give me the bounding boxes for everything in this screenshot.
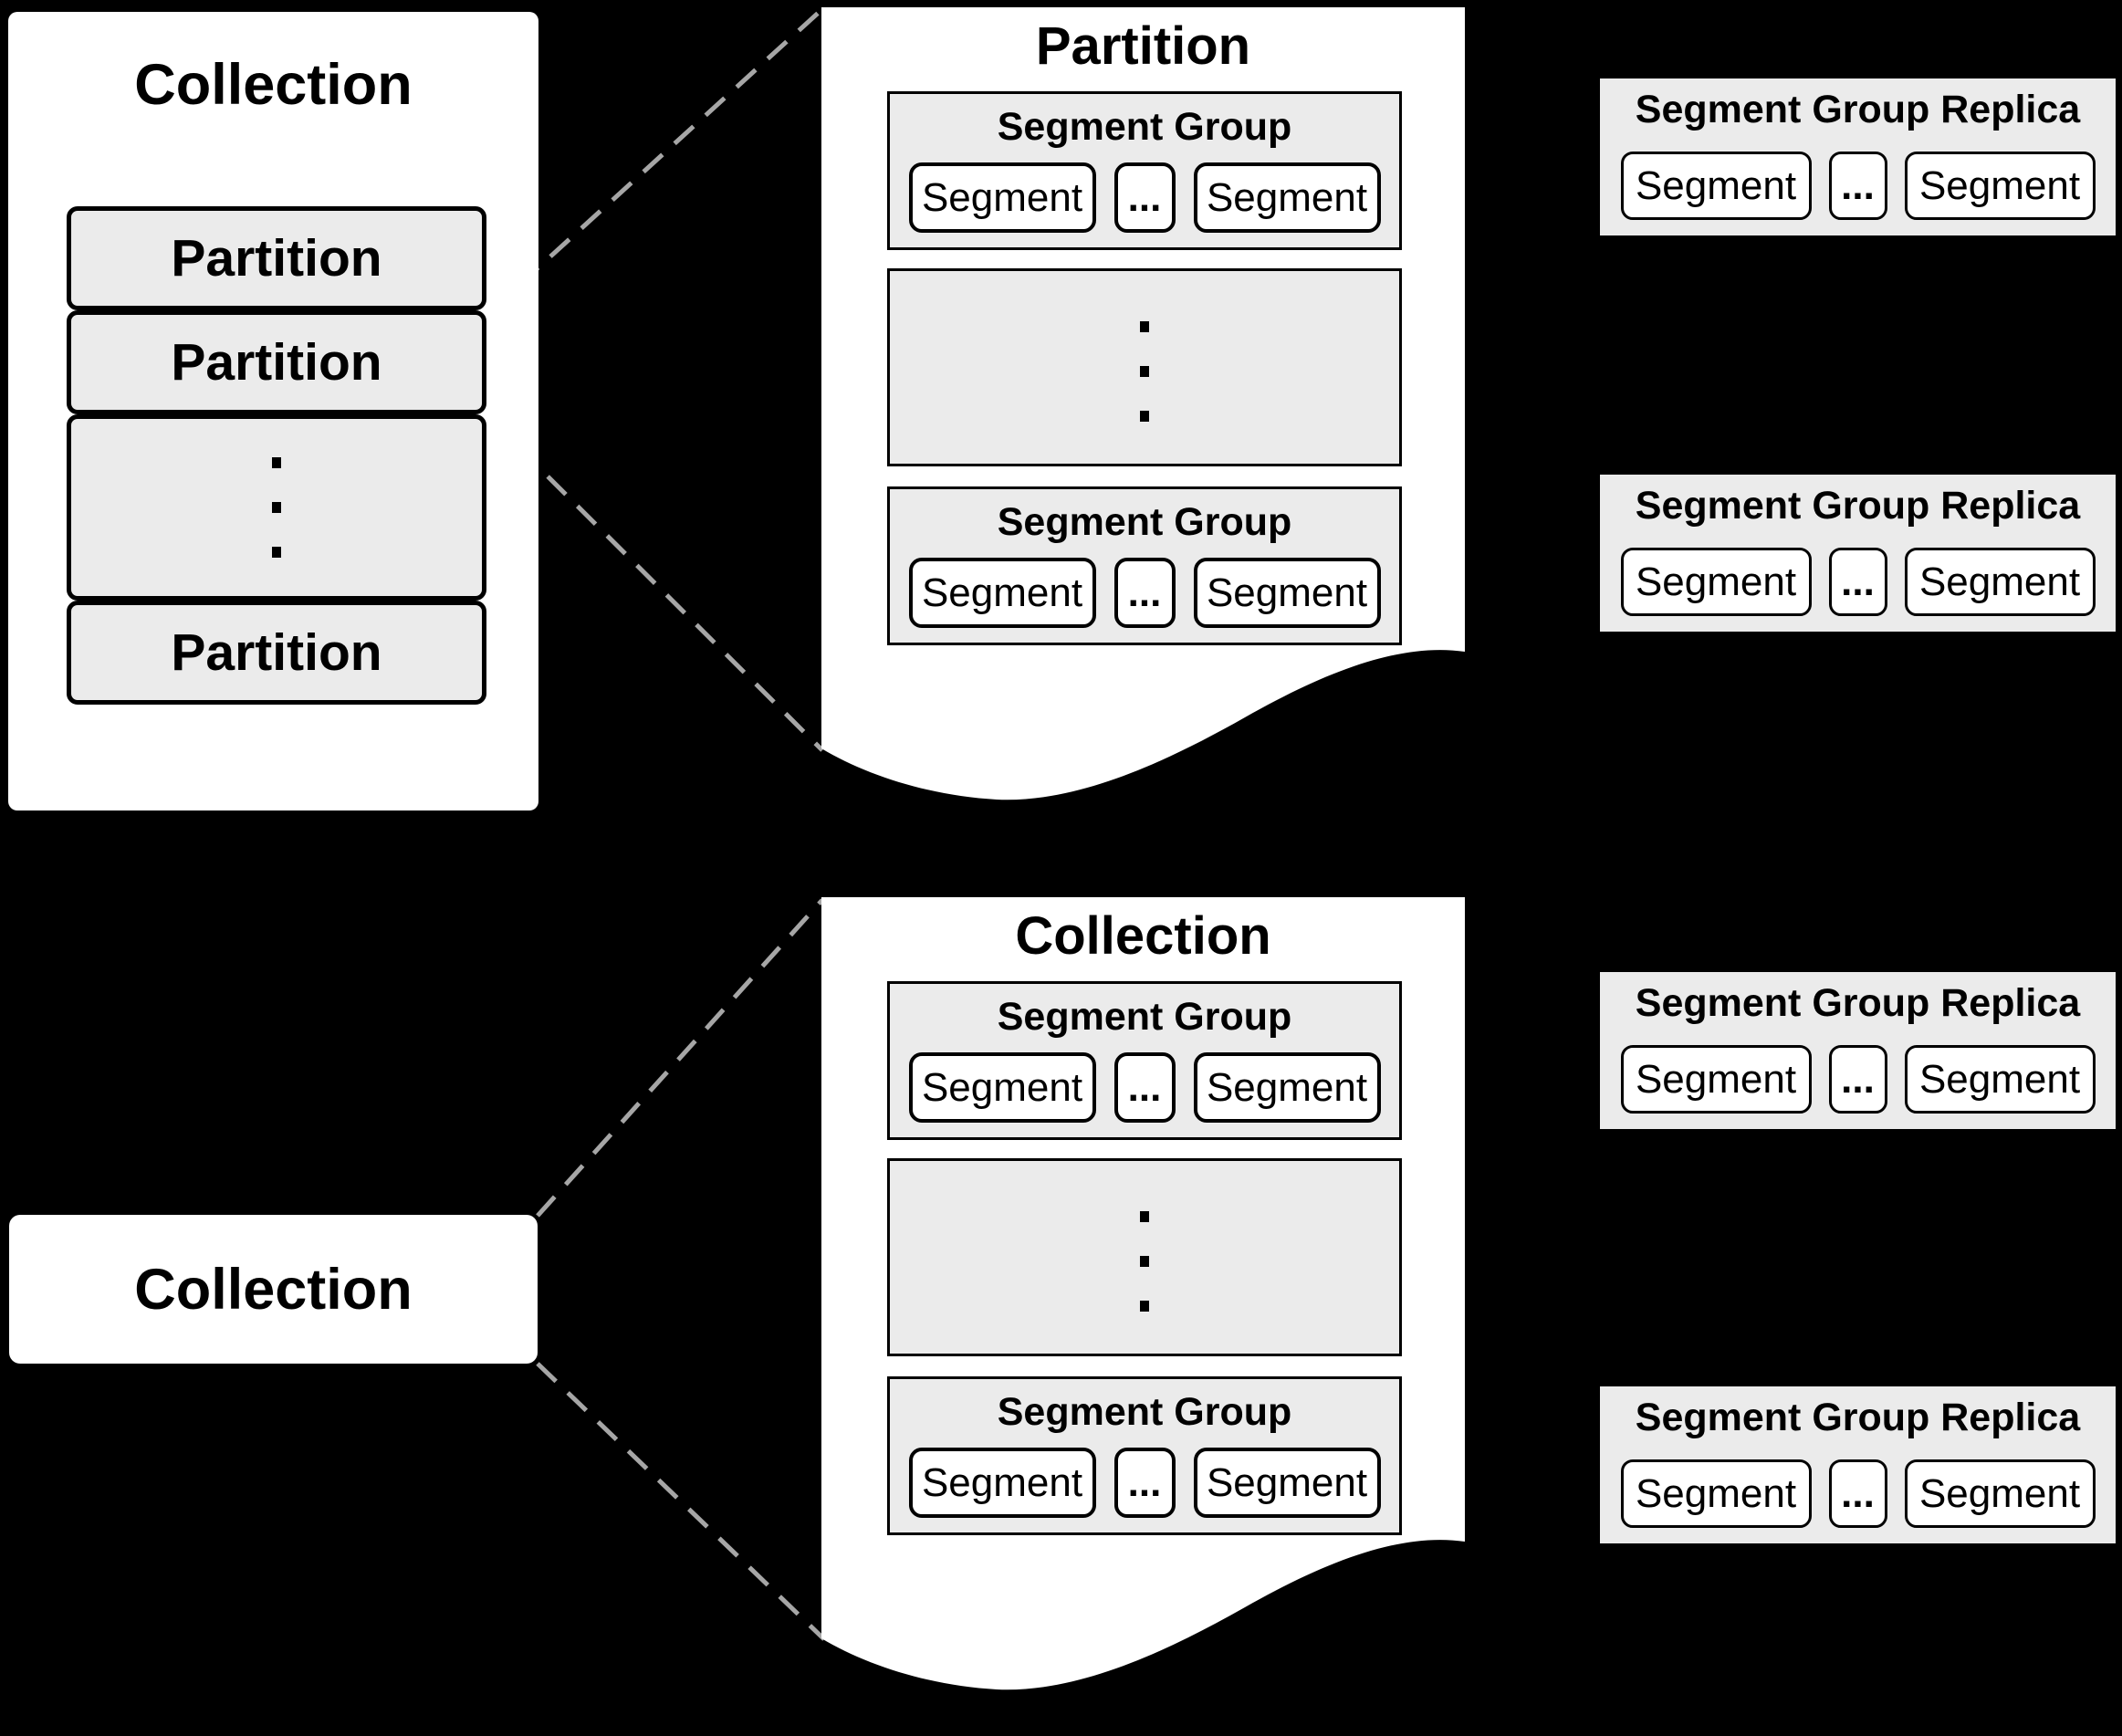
segment-group-title: Segment Group — [997, 995, 1292, 1039]
segment-group-replica-title: Segment Group Replica — [1635, 88, 2081, 131]
collection-detail-title: Collection — [1015, 906, 1271, 966]
partition-detail-title: Partition — [1035, 16, 1251, 76]
zoom-connector-line-top-upper — [486, 7, 824, 315]
partition-box: Partition — [67, 601, 486, 705]
segment-group-box: Segment Group Segment ... Segment — [887, 91, 1402, 250]
segment-group-replica-box: Segment Group Replica Segment ... Segmen… — [1600, 1386, 2116, 1543]
segment-box: Segment — [1620, 152, 1812, 220]
segment-box: Segment — [1904, 548, 2096, 616]
segment-ellipsis-box: ... — [1113, 1052, 1176, 1123]
segment-ellipsis-box: ... — [1828, 1045, 1887, 1114]
segment-row: Segment ... Segment — [890, 1448, 1399, 1518]
segment-group-replica-title: Segment Group Replica — [1635, 484, 2081, 528]
zoom-connector-line-bottom-upper — [536, 898, 824, 1218]
segment-box: Segment — [1193, 558, 1381, 628]
vertical-ellipsis-icon — [1140, 320, 1149, 422]
segment-group-title: Segment Group — [997, 105, 1292, 149]
segment-group-replica-title: Segment Group Replica — [1635, 1396, 2081, 1439]
segment-box: Segment — [908, 1052, 1096, 1123]
vertical-ellipsis-icon — [1140, 1210, 1149, 1312]
segment-group-replica-box: Segment Group Replica Segment ... Segmen… — [1600, 475, 2116, 632]
collection-detail-panel: Collection Segment Group Segment ... Seg… — [821, 897, 1465, 1693]
segment-row: Segment ... Segment — [890, 558, 1399, 628]
segment-ellipsis-box: ... — [1828, 1459, 1887, 1528]
segment-group-box: Segment Group Segment ... Segment — [887, 1376, 1402, 1535]
segment-group-ellipsis-box — [887, 1158, 1402, 1356]
segment-ellipsis-box: ... — [1828, 548, 1887, 616]
segment-box: Segment — [908, 1448, 1096, 1518]
segment-group-box: Segment Group Segment ... Segment — [887, 486, 1402, 645]
segment-group-replica-title: Segment Group Replica — [1635, 981, 2081, 1025]
segment-ellipsis-box: ... — [1113, 162, 1176, 233]
segment-ellipsis-box: ... — [1828, 152, 1887, 220]
partition-box: Partition — [67, 206, 486, 310]
collection-overview-title: Collection — [134, 53, 413, 117]
partition-stack: Partition Partition Partition — [67, 206, 486, 705]
segment-group-replica-box: Segment Group Replica Segment ... Segmen… — [1600, 972, 2116, 1129]
segment-box: Segment — [908, 558, 1096, 628]
segment-row: Segment ... Segment — [1600, 152, 2116, 220]
segment-group-replica-box: Segment Group Replica Segment ... Segmen… — [1600, 78, 2116, 235]
segment-box: Segment — [1620, 1045, 1812, 1114]
segment-row: Segment ... Segment — [890, 162, 1399, 233]
zoom-connector-line-bottom-lower — [536, 1362, 826, 1641]
segment-box: Segment — [1904, 152, 2096, 220]
segment-row: Segment ... Segment — [1600, 1459, 2116, 1528]
segment-box: Segment — [908, 162, 1096, 233]
segment-box: Segment — [1193, 1052, 1381, 1123]
collection-box: Collection — [9, 1215, 538, 1364]
segment-box: Segment — [1193, 1448, 1381, 1518]
segment-box: Segment — [1904, 1045, 2096, 1114]
segment-group-title: Segment Group — [997, 500, 1292, 544]
vertical-ellipsis-icon — [272, 457, 281, 558]
segment-row: Segment ... Segment — [1600, 548, 2116, 616]
partition-ellipsis-box — [67, 414, 486, 601]
partition-box: Partition — [67, 310, 486, 414]
segment-box: Segment — [1620, 1459, 1812, 1528]
segment-group-box: Segment Group Segment ... Segment — [887, 981, 1402, 1140]
segment-row: Segment ... Segment — [1600, 1045, 2116, 1114]
segment-group-ellipsis-box — [887, 268, 1402, 466]
segment-box: Segment — [1193, 162, 1381, 233]
segment-row: Segment ... Segment — [890, 1052, 1399, 1123]
segment-ellipsis-box: ... — [1113, 558, 1176, 628]
segment-ellipsis-box: ... — [1113, 1448, 1176, 1518]
segment-box: Segment — [1620, 548, 1812, 616]
collection-overview-box: Collection Partition Partition Partition — [8, 12, 538, 810]
segment-group-title: Segment Group — [997, 1390, 1292, 1434]
segment-box: Segment — [1904, 1459, 2096, 1528]
zoom-connector-line-top-lower — [486, 415, 824, 752]
partition-detail-panel: Partition Segment Group Segment ... Segm… — [821, 7, 1465, 803]
